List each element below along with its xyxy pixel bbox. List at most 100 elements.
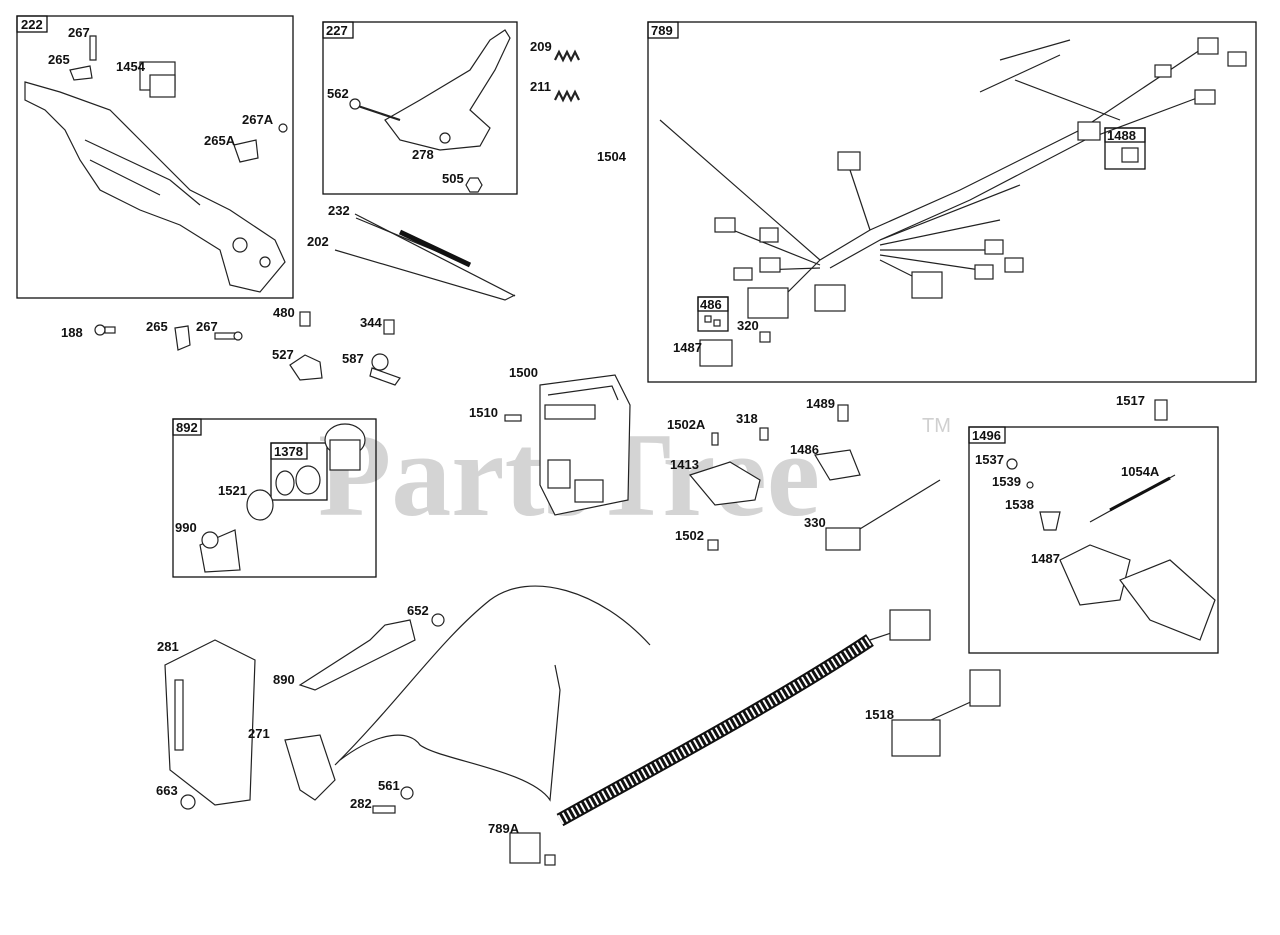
callout-1502a: 1502A [667,417,706,432]
callout-1504: 1504 [597,149,627,164]
governor-lever-part [349,29,511,193]
callout-789a: 789A [488,821,520,836]
callout-209: 209 [530,39,552,54]
callout-587: 587 [342,351,364,366]
callout-330: 330 [804,515,826,530]
callout-278: 278 [412,147,434,162]
box-label-486: 486 [700,297,722,312]
harness-789A-part [509,609,931,866]
throttle-cable-part [334,585,651,802]
rod-202-part [334,249,516,301]
bolt-663-part [180,794,196,810]
box-label-227: 227 [326,23,348,38]
callout-1517: 1517 [1116,393,1145,408]
callout-267-b: 267 [196,319,218,334]
bolt-1489-part [837,404,849,422]
screw-1502A-part [711,432,719,446]
callout-282: 282 [350,796,372,811]
callout-562: 562 [327,86,349,101]
callout-265-b: 265 [146,319,168,334]
box-label-222: 222 [21,17,43,32]
callout-1500: 1500 [509,365,538,380]
callout-1538: 1538 [1005,497,1034,512]
bracket-1496-parts [1006,458,1216,641]
callout-labels: 267 265 1454 267A 265A 562 278 505 209 2… [48,25,1160,836]
callout-202: 202 [307,234,329,249]
callout-1502: 1502 [675,528,704,543]
group-box-1488: 1488 [1104,127,1146,170]
callout-480: 480 [273,305,295,320]
callout-890: 890 [273,672,295,687]
nut-652-part [431,613,445,627]
bolt-480-part [299,311,311,327]
callout-271: 271 [248,726,270,741]
rod-232-part [355,217,472,268]
box-label-1488: 1488 [1107,128,1136,143]
spring-211-part [554,89,580,103]
callout-505: 505 [442,171,464,186]
bolt-1517-part [1154,399,1168,421]
group-box-227: 227 [322,21,518,195]
callout-990: 990 [175,520,197,535]
callout-1486: 1486 [790,442,819,457]
callout-265a: 265A [204,133,236,148]
throttle-bracket-part [24,35,288,293]
sensor-330-part [825,479,941,551]
bracket-281-part [164,639,256,806]
group-box-789: 789 [647,21,1257,383]
ecu-module-1500-part [539,374,631,516]
group-box-222: 222 [16,15,294,299]
callout-267a: 267A [242,112,274,127]
connector-1518-part [891,669,1001,757]
callout-281: 281 [157,639,179,654]
switch-271-part [284,734,336,801]
bolt-318-part [759,427,769,441]
callout-267: 267 [68,25,90,40]
callout-232: 232 [328,203,350,218]
callout-188: 188 [61,325,83,340]
group-box-486: 486 [697,296,729,332]
callout-1537: 1537 [975,452,1004,467]
nut-561-part [400,786,414,800]
callout-1454: 1454 [116,59,146,74]
callout-1413: 1413 [670,457,699,472]
callout-318: 318 [736,411,758,426]
watermark-trademark: TM [922,415,951,437]
group-box-1496: 1496 [968,426,1219,654]
clamp-587-part [369,353,401,386]
screw-1510-part [504,414,522,422]
box-label-1378: 1378 [274,444,303,459]
screw-1502-part [707,539,719,551]
callout-1489: 1489 [806,396,835,411]
spring-209-part [554,49,580,63]
callout-1518: 1518 [865,707,894,722]
ignition-switch-part [199,423,366,573]
callout-527: 527 [272,347,294,362]
callout-1054a: 1054A [1121,464,1160,479]
callout-1510: 1510 [469,405,498,420]
callout-320: 320 [737,318,759,333]
wire-harness-789-part [659,37,1247,367]
sensor-1413-part [688,461,761,506]
box-label-892: 892 [176,420,198,435]
bolt-267-part [214,331,243,341]
clip-265-part [174,325,191,351]
clip-527-part [289,354,323,381]
callout-211: 211 [530,79,551,94]
callout-1539: 1539 [992,474,1021,489]
callout-1521: 1521 [218,483,247,498]
callout-344: 344 [360,315,382,330]
callout-1487: 1487 [1031,551,1060,566]
screw-282-part [372,805,396,814]
callout-1487-b: 1487 [673,340,702,355]
lever-890-part [298,619,416,691]
bolt-344-part [383,319,395,335]
callout-663: 663 [156,783,178,798]
sensor-1486-part [814,449,861,481]
group-box-892: 892 [172,418,377,578]
callout-652: 652 [407,603,429,618]
group-box-1378: 1378 [270,442,328,501]
box-label-1496: 1496 [972,428,1001,443]
callout-265: 265 [48,52,70,67]
